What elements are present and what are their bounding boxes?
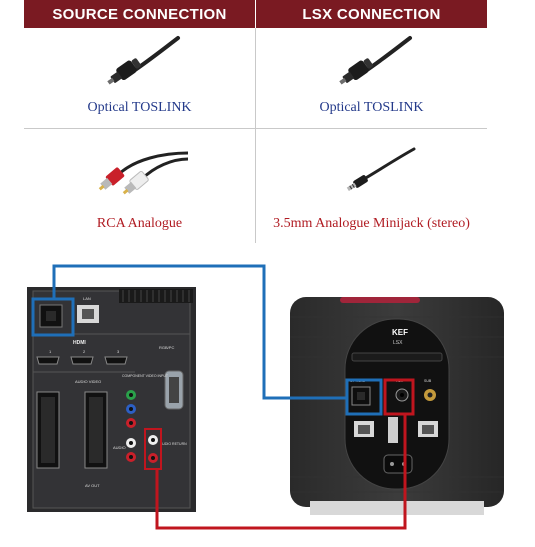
svg-text:1: 1 bbox=[49, 349, 52, 354]
lsx-speaker-rear: KEF LSX OPTICAL AUX SUB bbox=[290, 297, 504, 515]
lsx-optical-cell: Optical TOSLINK bbox=[256, 28, 487, 128]
optical-cable-icon bbox=[107, 36, 180, 85]
lsx-model-label: LSX bbox=[393, 340, 403, 346]
rca-cable-icon bbox=[98, 151, 189, 195]
source-optical-cell: Optical TOSLINK bbox=[24, 28, 255, 128]
audio-return-label: AUDIO RETURN bbox=[160, 442, 187, 446]
sub-port-label: SUB bbox=[424, 379, 432, 383]
connection-table: SOURCE CONNECTION LSX CONNECTION Optical… bbox=[24, 0, 487, 245]
audio-video-label: AUDIO VIDEO bbox=[75, 379, 101, 384]
lsx-optical-label: Optical TOSLINK bbox=[319, 100, 424, 115]
row-divider bbox=[24, 128, 487, 129]
source-rca-label: RCA Analogue bbox=[96, 216, 183, 231]
minijack-cable-icon bbox=[346, 147, 416, 192]
lsx-usb-port bbox=[388, 417, 398, 443]
hdmi-ports bbox=[36, 356, 128, 365]
optical-cable-icon bbox=[339, 36, 412, 85]
rgb-pc-label: RGB/PC bbox=[159, 345, 174, 350]
source-rca-cell: RCA Analogue bbox=[24, 129, 255, 244]
optical-port-label: OPTICAL bbox=[350, 379, 365, 383]
lan-label: LAN bbox=[83, 296, 91, 301]
lsx-connection-header: LSX CONNECTION bbox=[256, 0, 487, 28]
lsx-minijack-label: 3.5mm Analogue Minijack (stereo) bbox=[273, 216, 470, 231]
audio-label: AUDIO bbox=[113, 445, 126, 450]
av-out-label: AV OUT bbox=[85, 483, 100, 488]
source-connection-header: SOURCE CONNECTION bbox=[24, 0, 255, 28]
digital-audio-label: DIGITAL AUDIO bbox=[39, 296, 68, 301]
hdmi-label: HDMI bbox=[73, 340, 86, 346]
kef-logo: KEF bbox=[392, 328, 408, 337]
source-optical-label: Optical TOSLINK bbox=[87, 100, 192, 115]
column-divider bbox=[255, 28, 256, 243]
component-label: COMPONENT VIDEO INPUT bbox=[122, 374, 169, 378]
aux-port-label: AUX bbox=[396, 379, 404, 383]
lsx-minijack-cell: 3.5mm Analogue Minijack (stereo) bbox=[256, 129, 487, 244]
lsx-power-socket bbox=[383, 454, 413, 474]
tv-back-panel: DIGITAL AUDIO LAN HDMI 1 2 3 RGB/PC AUDI… bbox=[27, 287, 196, 512]
